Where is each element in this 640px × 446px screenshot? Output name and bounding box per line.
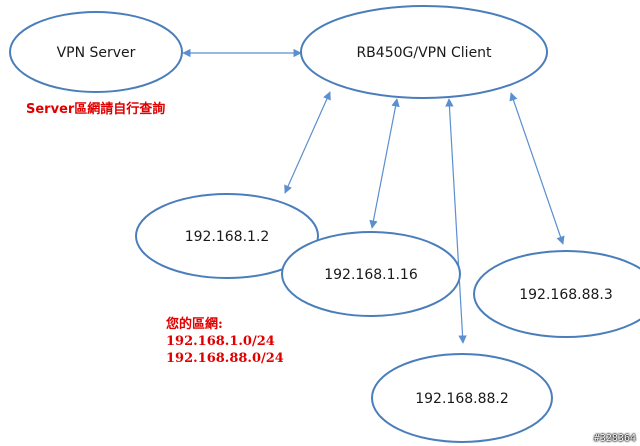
node-vpn-server: VPN Server bbox=[9, 11, 183, 93]
node-client: RB450G/VPN Client bbox=[300, 5, 548, 99]
your-lan-subnet-1: 192.168.1.0/24 bbox=[166, 334, 275, 349]
node-ip-1-16-label: 192.168.1.16 bbox=[324, 267, 418, 283]
node-ip-88-2: 192.168.88.2 bbox=[371, 353, 553, 443]
your-lan-title: 您的區網: bbox=[166, 317, 223, 332]
node-vpn-server-label: VPN Server bbox=[57, 45, 136, 61]
link-client-ip-88-3 bbox=[509, 92, 565, 245]
node-ip-88-2-label: 192.168.88.2 bbox=[415, 391, 509, 407]
node-ip-1-16: 192.168.1.16 bbox=[281, 231, 461, 317]
node-ip-1-2-label: 192.168.1.2 bbox=[185, 229, 270, 245]
your-lan-note: 您的區網: 192.168.1.0/24 192.168.88.0/24 bbox=[166, 316, 284, 367]
your-lan-subnet-2: 192.168.88.0/24 bbox=[166, 351, 284, 366]
node-ip-1-2: 192.168.1.2 bbox=[135, 193, 319, 279]
watermark: #328364 bbox=[593, 433, 636, 444]
node-ip-88-3: 192.168.88.3 bbox=[473, 250, 640, 338]
link-client-ip-1-16 bbox=[369, 98, 400, 229]
link-client-ip-88-2 bbox=[445, 98, 467, 344]
node-client-label: RB450G/VPN Client bbox=[356, 45, 492, 61]
node-ip-88-3-label: 192.168.88.3 bbox=[519, 287, 613, 303]
link-client-ip-1-2 bbox=[284, 91, 331, 194]
server-lan-note: Server區網請自行查詢 bbox=[26, 102, 166, 117]
